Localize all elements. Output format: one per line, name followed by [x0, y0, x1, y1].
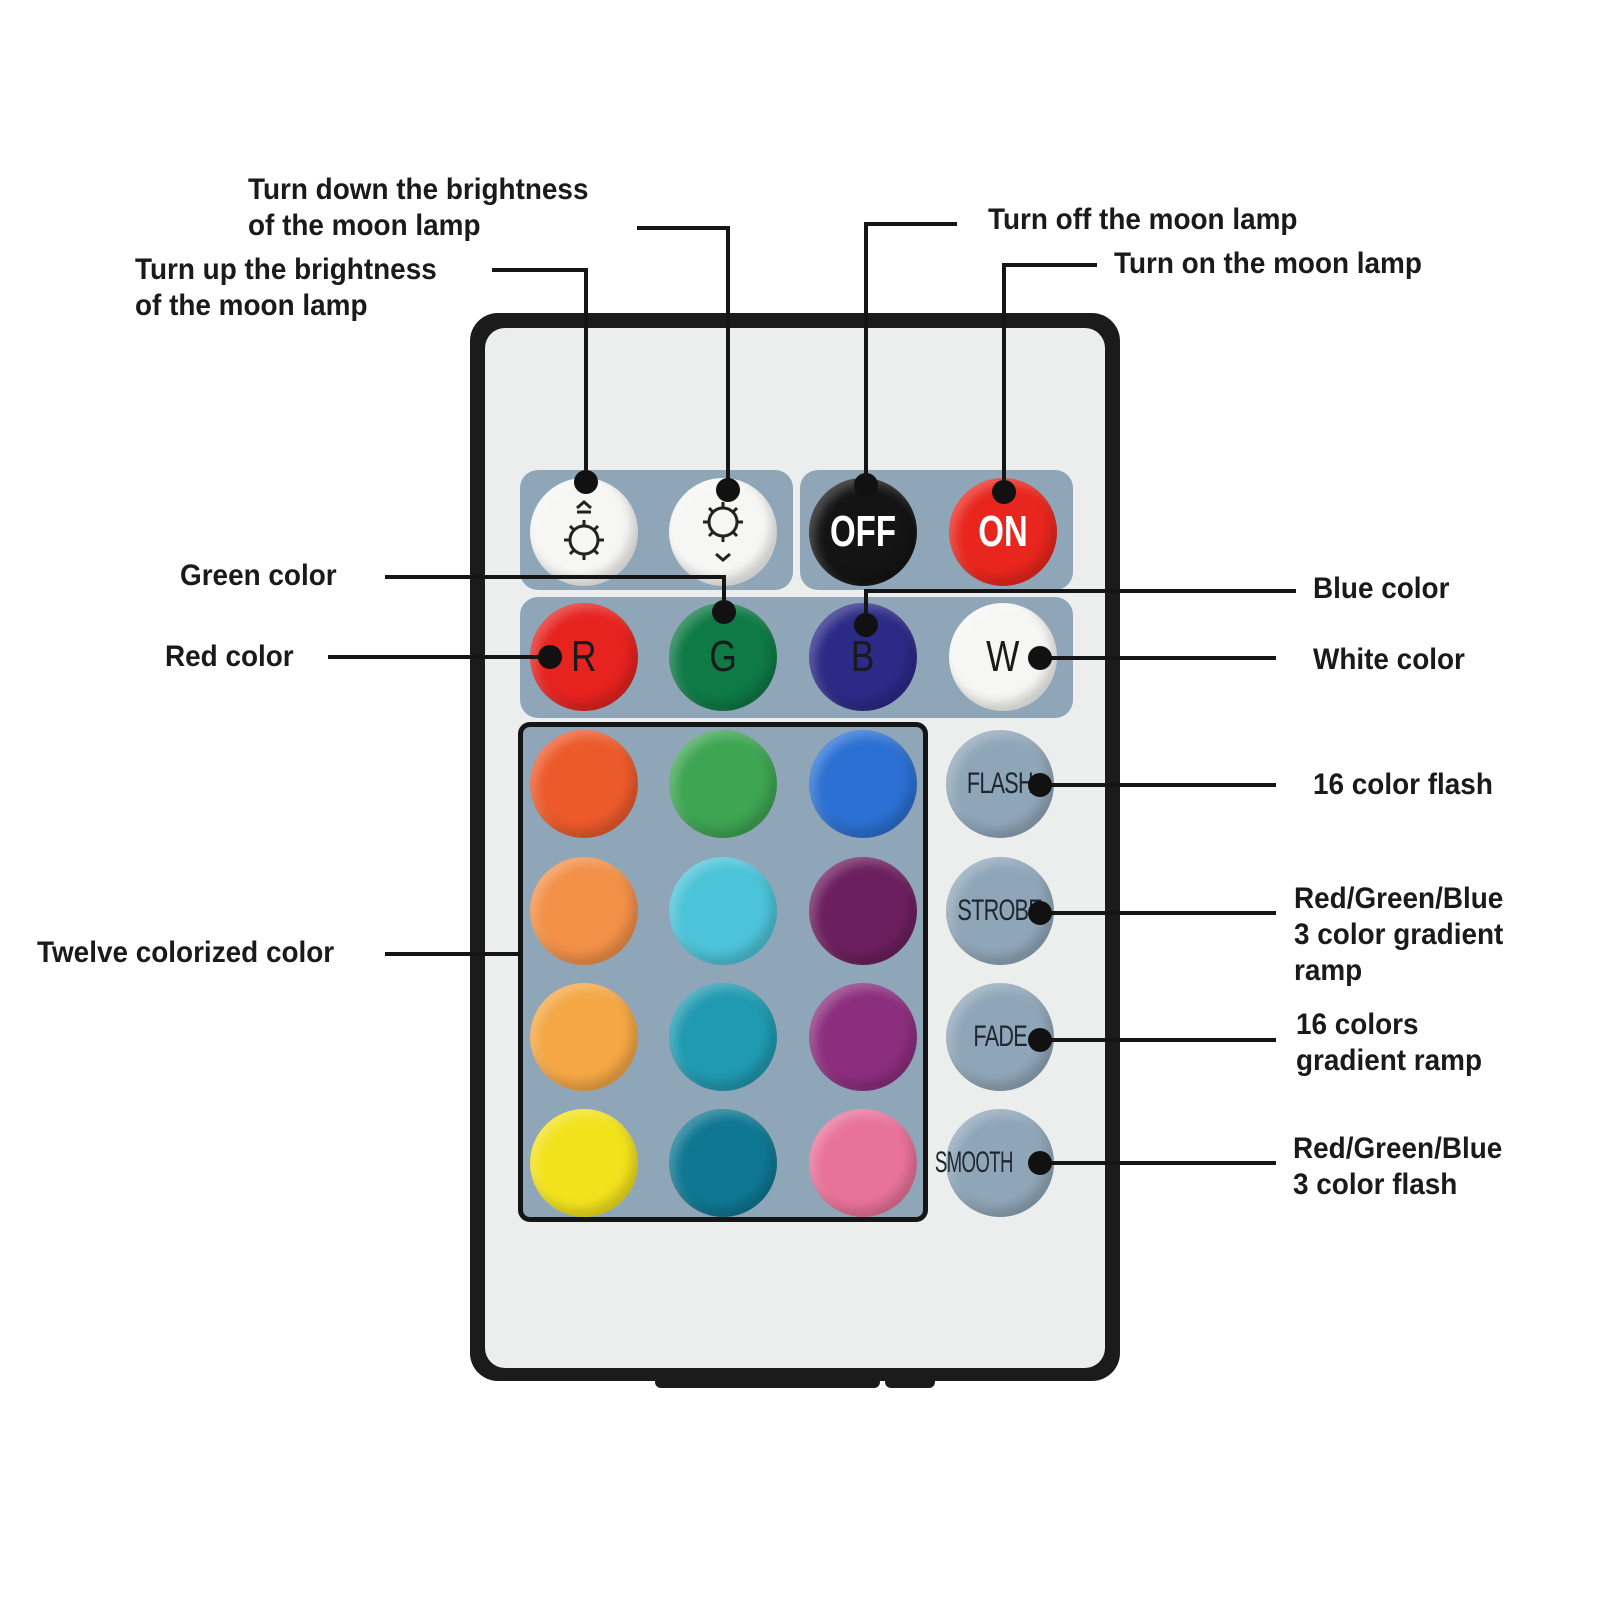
color-button[interactable] [669, 1109, 777, 1217]
blue-button-label: B [851, 632, 875, 681]
callout-dot [854, 613, 878, 637]
callout-line [864, 589, 1296, 625]
red-button[interactable]: R [530, 603, 638, 711]
color-button[interactable] [809, 983, 917, 1091]
white-button-label: W [986, 632, 1020, 681]
callout-line [492, 268, 588, 482]
label-flash: 16 color flash [1313, 768, 1493, 801]
red-button-label: R [571, 632, 597, 681]
callout-dot [574, 470, 598, 494]
label-green: Green color [180, 559, 337, 592]
color-button[interactable] [669, 983, 777, 1091]
brightness-up-button[interactable] [530, 478, 638, 586]
label-off: Turn off the moon lamp [988, 203, 1298, 236]
callout-line [864, 222, 957, 485]
smooth-button-label: SMOOTH [935, 1146, 1014, 1179]
on-button-label: ON [978, 507, 1028, 556]
white-button[interactable]: W [949, 603, 1057, 711]
off-button-label: OFF [829, 507, 896, 556]
callout-dot [992, 480, 1016, 504]
label-on: Turn on the moon lamp [1114, 247, 1422, 280]
callout-dot [1028, 646, 1052, 670]
fade-button-label: FADE [973, 1020, 1027, 1053]
callout-line [385, 575, 726, 612]
callout-line [1002, 263, 1097, 492]
callout-dot [1028, 1028, 1052, 1052]
label-white: White color [1313, 643, 1465, 676]
color-button[interactable] [530, 983, 638, 1091]
callout-dot [538, 645, 562, 669]
callout-dot [1028, 773, 1052, 797]
color-button[interactable] [530, 730, 638, 838]
callout-dot [712, 600, 736, 624]
blue-button[interactable]: B [809, 603, 917, 711]
callout-dot [1028, 901, 1052, 925]
remote-bottom-tab [885, 1378, 935, 1388]
green-button-label: G [709, 632, 737, 681]
color-button[interactable] [530, 1109, 638, 1217]
label-blue: Blue color [1313, 572, 1450, 605]
color-button[interactable] [669, 857, 777, 965]
callout-dot [1028, 1151, 1052, 1175]
label-twelve: Twelve colorized color [37, 936, 335, 969]
color-button[interactable] [809, 1109, 917, 1217]
color-button[interactable] [530, 857, 638, 965]
color-button[interactable] [669, 730, 777, 838]
brightness-up-icon [564, 500, 604, 560]
remote-bottom-tab [655, 1378, 880, 1388]
callout-line [637, 226, 730, 490]
color-button[interactable] [809, 730, 917, 838]
flash-button-label: FLASH [966, 767, 1034, 800]
label-red: Red color [165, 640, 294, 673]
callout-dot [716, 478, 740, 502]
color-button[interactable] [809, 857, 917, 965]
brightness-down-icon [703, 502, 743, 562]
callout-dot [854, 473, 878, 497]
